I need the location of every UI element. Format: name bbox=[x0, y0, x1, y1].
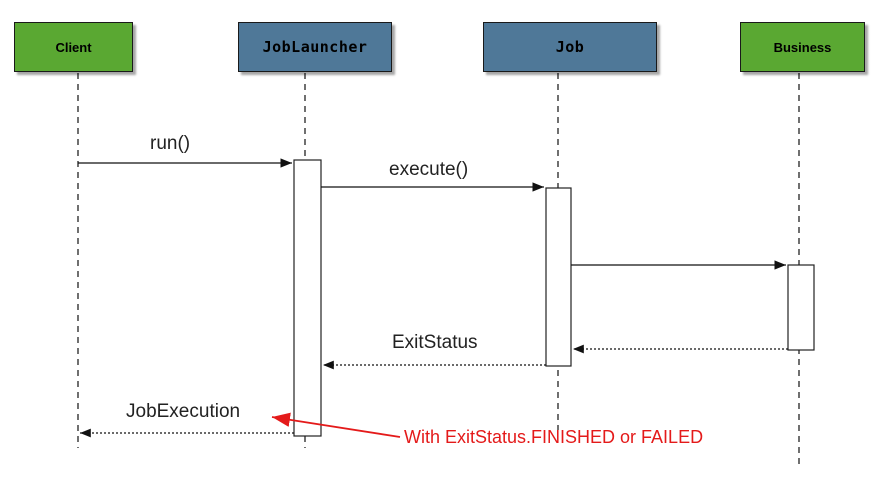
activation-job bbox=[545, 187, 572, 367]
activation-joblauncher bbox=[293, 159, 322, 437]
message-jobexecution-label: JobExecution bbox=[126, 401, 241, 422]
actor-business: Business bbox=[740, 22, 865, 72]
actor-joblauncher: JobLauncher bbox=[238, 22, 392, 72]
message-run-label: run() bbox=[150, 133, 191, 154]
message-execute-label: execute() bbox=[389, 159, 469, 180]
actor-client: Client bbox=[14, 22, 133, 72]
note-arrow bbox=[271, 412, 401, 438]
actor-job: Job bbox=[483, 22, 657, 72]
note-text: With ExitStatus.FINISHED or FAILED bbox=[404, 427, 704, 447]
activation-business bbox=[787, 264, 815, 351]
message-exitstatus-label: ExitStatus bbox=[392, 332, 478, 353]
